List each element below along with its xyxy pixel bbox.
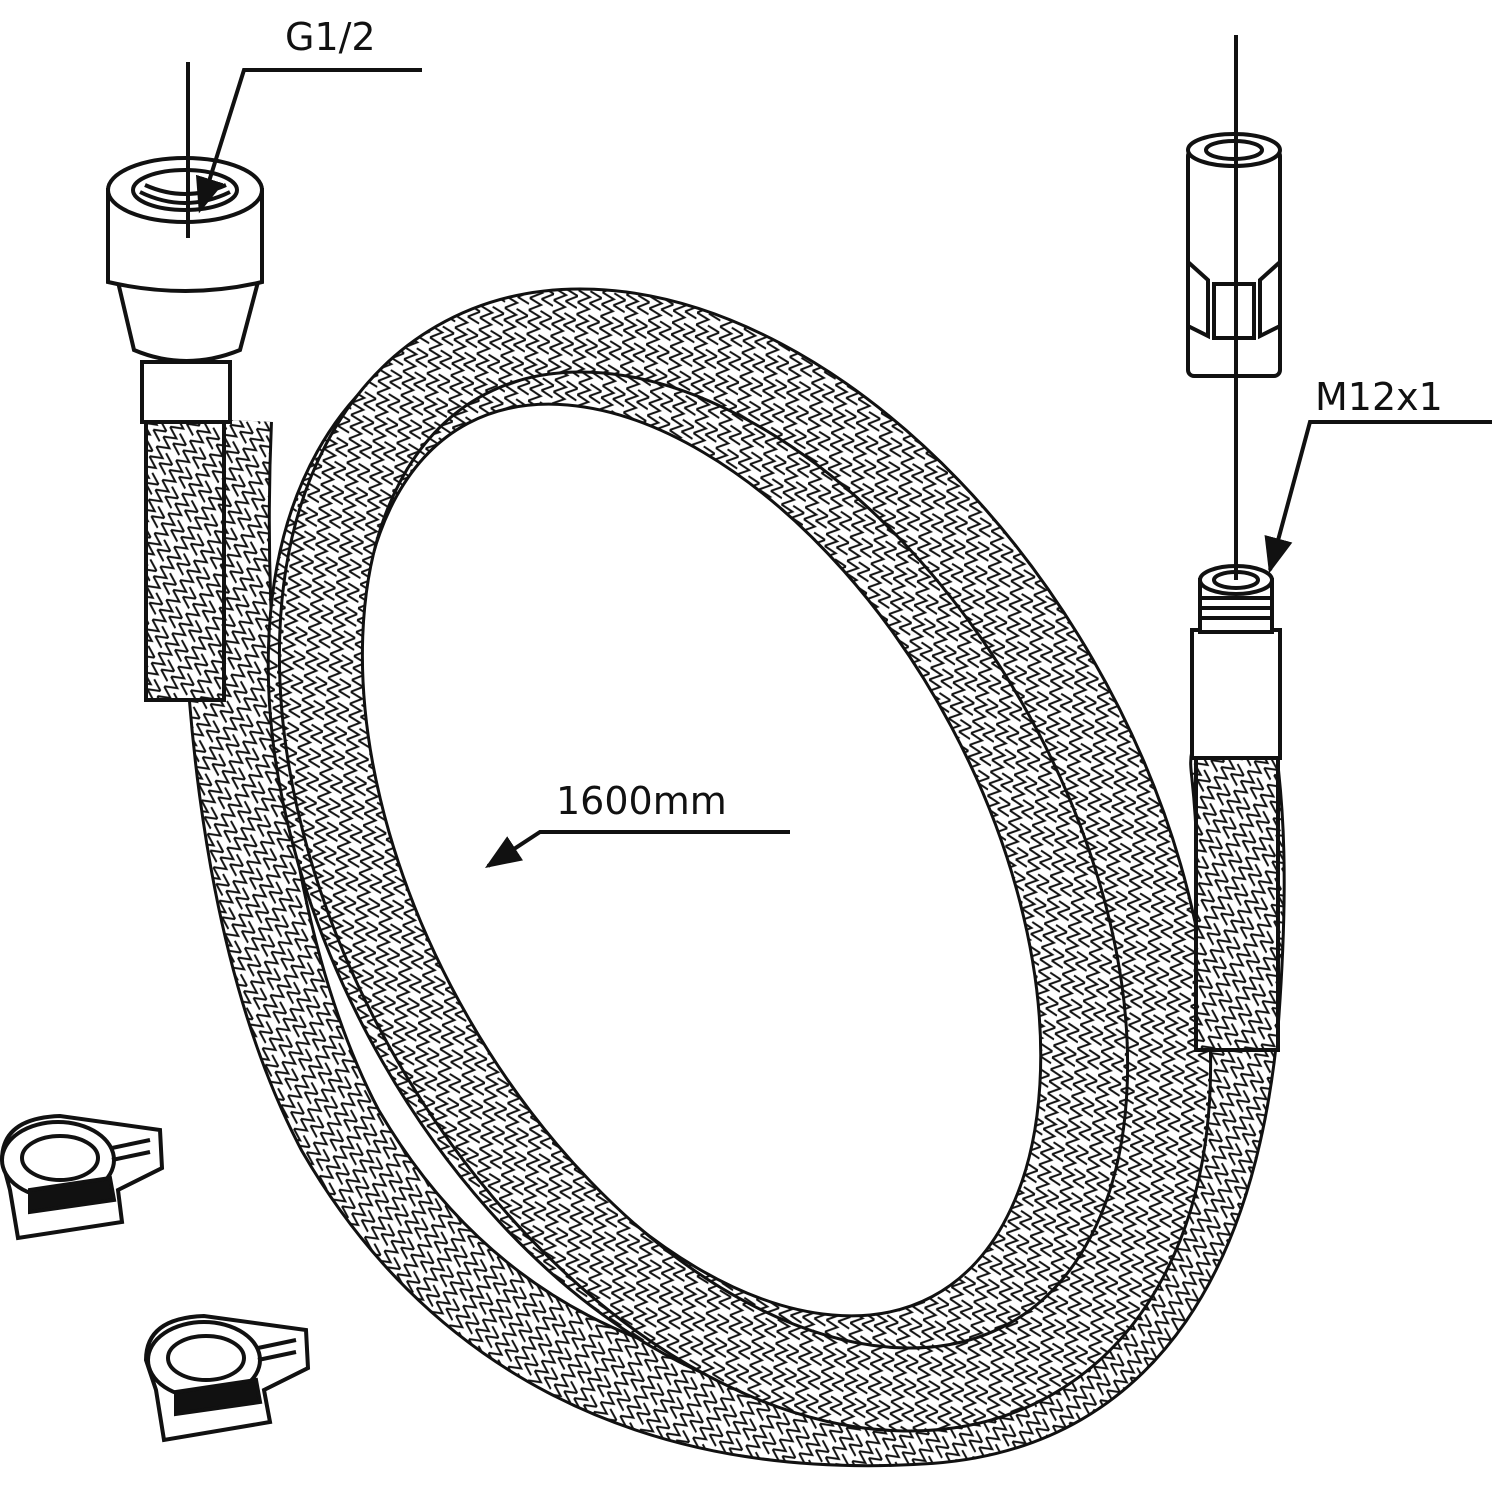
m12-leader [1264,420,1492,574]
hose-clip-icon [143,1313,311,1443]
inlet-thread-label: G1/2 [285,15,376,59]
outlet-fitting-icon [1190,564,1282,760]
outlet-thread-label: M12x1 [1315,375,1443,419]
hose-outlet-section [1194,748,1280,1052]
length-leader [484,830,790,868]
hose-clip-icon [0,1113,165,1241]
g12-leader [195,68,422,214]
hose-length-label: 1600mm [556,779,727,823]
hose-inlet-section [144,418,226,702]
inlet-nut-icon [106,156,264,424]
hose-coil-inner [266,287,1213,1433]
